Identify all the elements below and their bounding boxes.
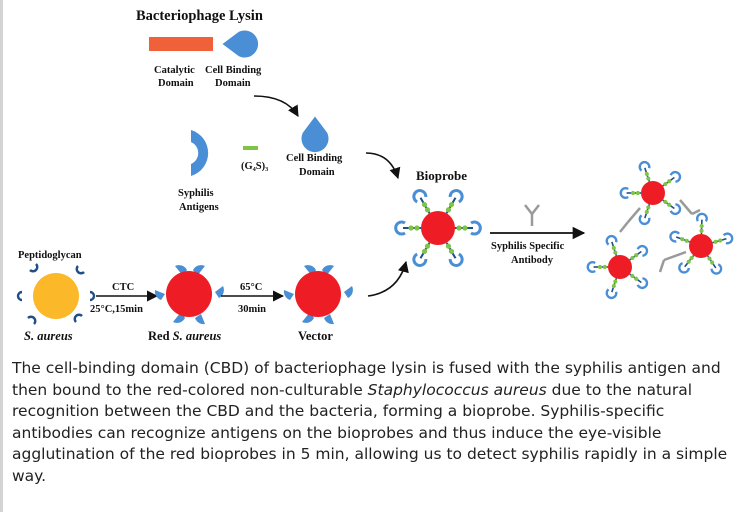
catalytic-domain-bar — [149, 37, 213, 51]
ctc-condition-label: 25°C,15min — [90, 304, 143, 315]
left-border — [0, 0, 3, 512]
bioprobe-diagram: Bacteriophage Lysin Catalytic Domain Cel… — [16, 8, 735, 343]
cell-binding-domain-shape — [222, 30, 259, 58]
bioprobe-cell — [394, 186, 482, 270]
caption-part-1: The cell-binding domain (CBD) of bacteri… — [12, 359, 721, 399]
cbd-top-label-1: Cell Binding — [205, 65, 262, 76]
red-s-aureus-cell — [154, 265, 224, 325]
caption-part-2: due to the natural recognition between t… — [12, 380, 728, 485]
arrow-to-bioprobe — [365, 152, 401, 180]
s-aureus-label: S. aureus — [24, 329, 73, 343]
cell-binding-domain-mid-shape — [301, 116, 329, 153]
catalytic-label-1: Catalytic — [154, 65, 195, 76]
vector-label: Vector — [298, 329, 333, 343]
linker-label: (G₄S)₃ — [241, 161, 268, 172]
s-aureus-cell — [16, 263, 96, 325]
red-s-aureus-label: Red S. aureus — [148, 329, 221, 343]
cbd-mid-label-2: Domain — [299, 167, 335, 178]
cbd-mid-label-1: Cell Binding — [286, 153, 343, 164]
vector-cell — [283, 265, 353, 325]
arrow-to-cbd — [253, 95, 299, 117]
caption-species: Staphylococcus aureus — [367, 380, 547, 399]
diagram-title: Bacteriophage Lysin — [136, 8, 263, 24]
linker-bar — [243, 146, 258, 150]
antigen-label-2: Antigens — [179, 202, 219, 213]
peptidoglycan-label: Peptidoglycan — [18, 250, 82, 261]
syphilis-antigen-shape — [191, 130, 209, 176]
bioprobe-label: Bioprobe — [416, 168, 467, 183]
antigen-label-1: Syphilis — [178, 188, 214, 199]
figure-caption: The cell-binding domain (CBD) of bacteri… — [12, 358, 732, 487]
antibody-icon — [524, 204, 540, 226]
ctc-label: CTC — [112, 282, 134, 293]
antibody-label-2: Antibody — [511, 255, 554, 266]
arrow-vector-to-bioprobe — [367, 260, 409, 297]
heat-time-label: 30min — [238, 304, 266, 315]
heat-temp-label: 65°C — [240, 282, 262, 293]
catalytic-label-2: Domain — [158, 78, 194, 89]
cbd-top-label-2: Domain — [215, 78, 251, 89]
agglutination-cluster — [586, 159, 735, 301]
antibody-label-1: Syphilis Specific — [491, 241, 565, 252]
